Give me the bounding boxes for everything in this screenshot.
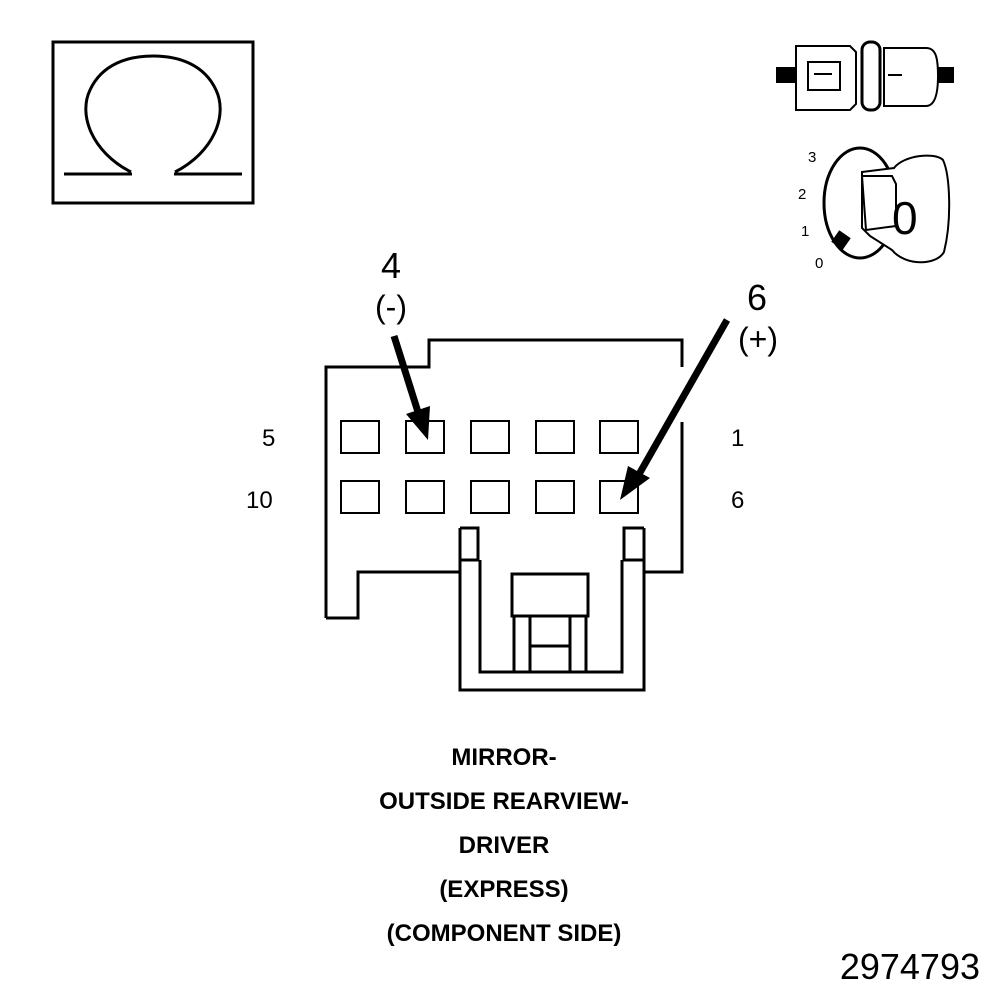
pin-8-cavity	[470, 480, 510, 514]
pin-10-cavity	[340, 480, 380, 514]
row-label-right-bottom: 6	[731, 487, 744, 514]
ignition-key-icon: 3 2 1 0 0	[798, 146, 951, 272]
connector-body	[324, 338, 684, 692]
probe-negative-arrow	[390, 334, 430, 440]
pin-1-cavity	[599, 420, 639, 454]
probe-negative-polarity: (-)	[375, 289, 407, 325]
figure-id: 2974793	[839, 946, 980, 987]
row-label-left-bottom: 10	[246, 487, 273, 514]
probe-positive-polarity: (+)	[738, 321, 778, 357]
pin-3-cavity	[470, 420, 510, 454]
pin-cavities	[340, 420, 639, 514]
title-line-1: MIRROR-	[451, 744, 557, 771]
key-position-3: 3	[808, 149, 816, 166]
title-line-2: OUTSIDE REARVIEW-	[379, 788, 629, 815]
pin-5-cavity	[340, 420, 380, 454]
key-position-1: 1	[801, 223, 809, 240]
key-position-0: 0	[815, 255, 823, 272]
pin-7-cavity	[535, 480, 575, 514]
pin-9-cavity	[405, 480, 445, 514]
probe-positive-arrow	[620, 318, 731, 500]
disconnected-connector-icon	[776, 40, 954, 112]
title-line-4: (EXPRESS)	[439, 876, 569, 903]
probe-negative-pin: 4	[381, 245, 401, 286]
key-current-position: 0	[892, 192, 918, 244]
row-label-right-top: 1	[731, 425, 744, 452]
title-line-5: (COMPONENT SIDE)	[386, 920, 622, 947]
row-label-left-top: 5	[262, 425, 275, 452]
key-position-2: 2	[798, 186, 806, 203]
pin-2-cavity	[535, 420, 575, 454]
title-line-3: DRIVER	[458, 832, 550, 859]
ohmmeter-icon	[51, 40, 255, 205]
probe-positive-pin: 6	[747, 277, 767, 318]
